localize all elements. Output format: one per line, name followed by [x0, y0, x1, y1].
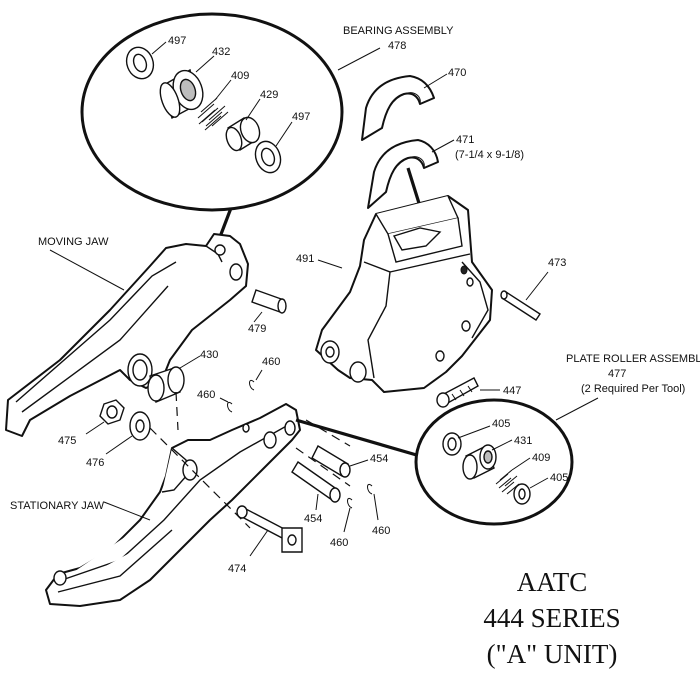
bearing-assembly-detail: 497 432 409 429 497: [80, 12, 344, 212]
label-432: 432: [212, 46, 230, 58]
label-460: 460: [197, 389, 215, 401]
plate-471: [367, 139, 439, 209]
washer-497-left: [125, 46, 155, 80]
label-491: 491: [296, 253, 314, 265]
label-409: 409: [231, 70, 249, 82]
pin-473: [500, 290, 541, 321]
label-497: 497: [292, 111, 310, 123]
plate-roller-note: (2 Required Per Tool): [581, 383, 685, 395]
inner-race-429: [225, 116, 261, 152]
label-431: 431: [514, 435, 532, 447]
label-475: 475: [58, 435, 76, 447]
pin-454-a: [311, 445, 351, 478]
label-454: 454: [370, 453, 388, 465]
washer-405-left: [442, 432, 462, 456]
plate-roller-connector: [295, 418, 421, 458]
washer-497-right: [254, 140, 282, 174]
title-line-1: AATC: [517, 567, 588, 597]
label-409: 409: [532, 452, 550, 464]
label-454: 454: [304, 513, 322, 525]
moving-jaw-label: MOVING JAW: [38, 236, 109, 248]
label-470: 470: [448, 67, 466, 79]
ring-460-c: [347, 497, 353, 509]
label-405: 405: [550, 472, 568, 484]
label-447: 447: [503, 385, 521, 397]
label-405: 405: [492, 418, 510, 430]
bolt-474: [236, 505, 303, 553]
washer-476: [129, 411, 151, 441]
washer-405-right: [513, 483, 531, 505]
label-474: 474: [228, 563, 246, 575]
label-460: 460: [262, 356, 280, 368]
needle-rollers-409-top: [197, 97, 229, 131]
pin-454-b: [291, 460, 341, 503]
label-479: 479: [248, 323, 266, 335]
housing-491: [315, 195, 493, 393]
ring-460-b: [249, 379, 255, 391]
title-line-2: 444 SERIES: [483, 603, 620, 633]
ring-460-d: [367, 483, 373, 495]
screw-447: [436, 377, 479, 408]
label-471: 471: [456, 134, 474, 146]
moving-jaw: [5, 233, 249, 437]
label-429: 429: [260, 89, 278, 101]
label-497: 497: [168, 35, 186, 47]
stationary-jaw: [45, 403, 301, 607]
bearing-cup-432: [159, 68, 204, 120]
label-471-size: (7-1/4 x 9-1/8): [455, 149, 524, 161]
label-460: 460: [330, 537, 348, 549]
label-473: 473: [548, 257, 566, 269]
stationary-jaw-label: STATIONARY JAW: [10, 500, 105, 512]
pin-479: [251, 289, 287, 314]
label-476: 476: [86, 457, 104, 469]
plate-roller-assembly-label: PLATE ROLLER ASSEMBLY: [566, 353, 700, 365]
label-430: 430: [200, 349, 218, 361]
roller-431: [462, 444, 497, 480]
plate-roller-assembly-number: 477: [608, 368, 626, 380]
plate-roller-assembly-detail: 405 431 409 405: [414, 398, 574, 526]
nut-475: [99, 399, 125, 425]
ring-460-a: [227, 401, 233, 413]
label-460: 460: [372, 525, 390, 537]
bearing-assembly-number: 478: [388, 40, 406, 52]
title-line-3: ("A" UNIT): [487, 639, 618, 669]
bearing-assembly-label: BEARING ASSEMBLY: [343, 25, 454, 37]
plate-470: [361, 75, 435, 141]
roller-430: [147, 366, 185, 403]
